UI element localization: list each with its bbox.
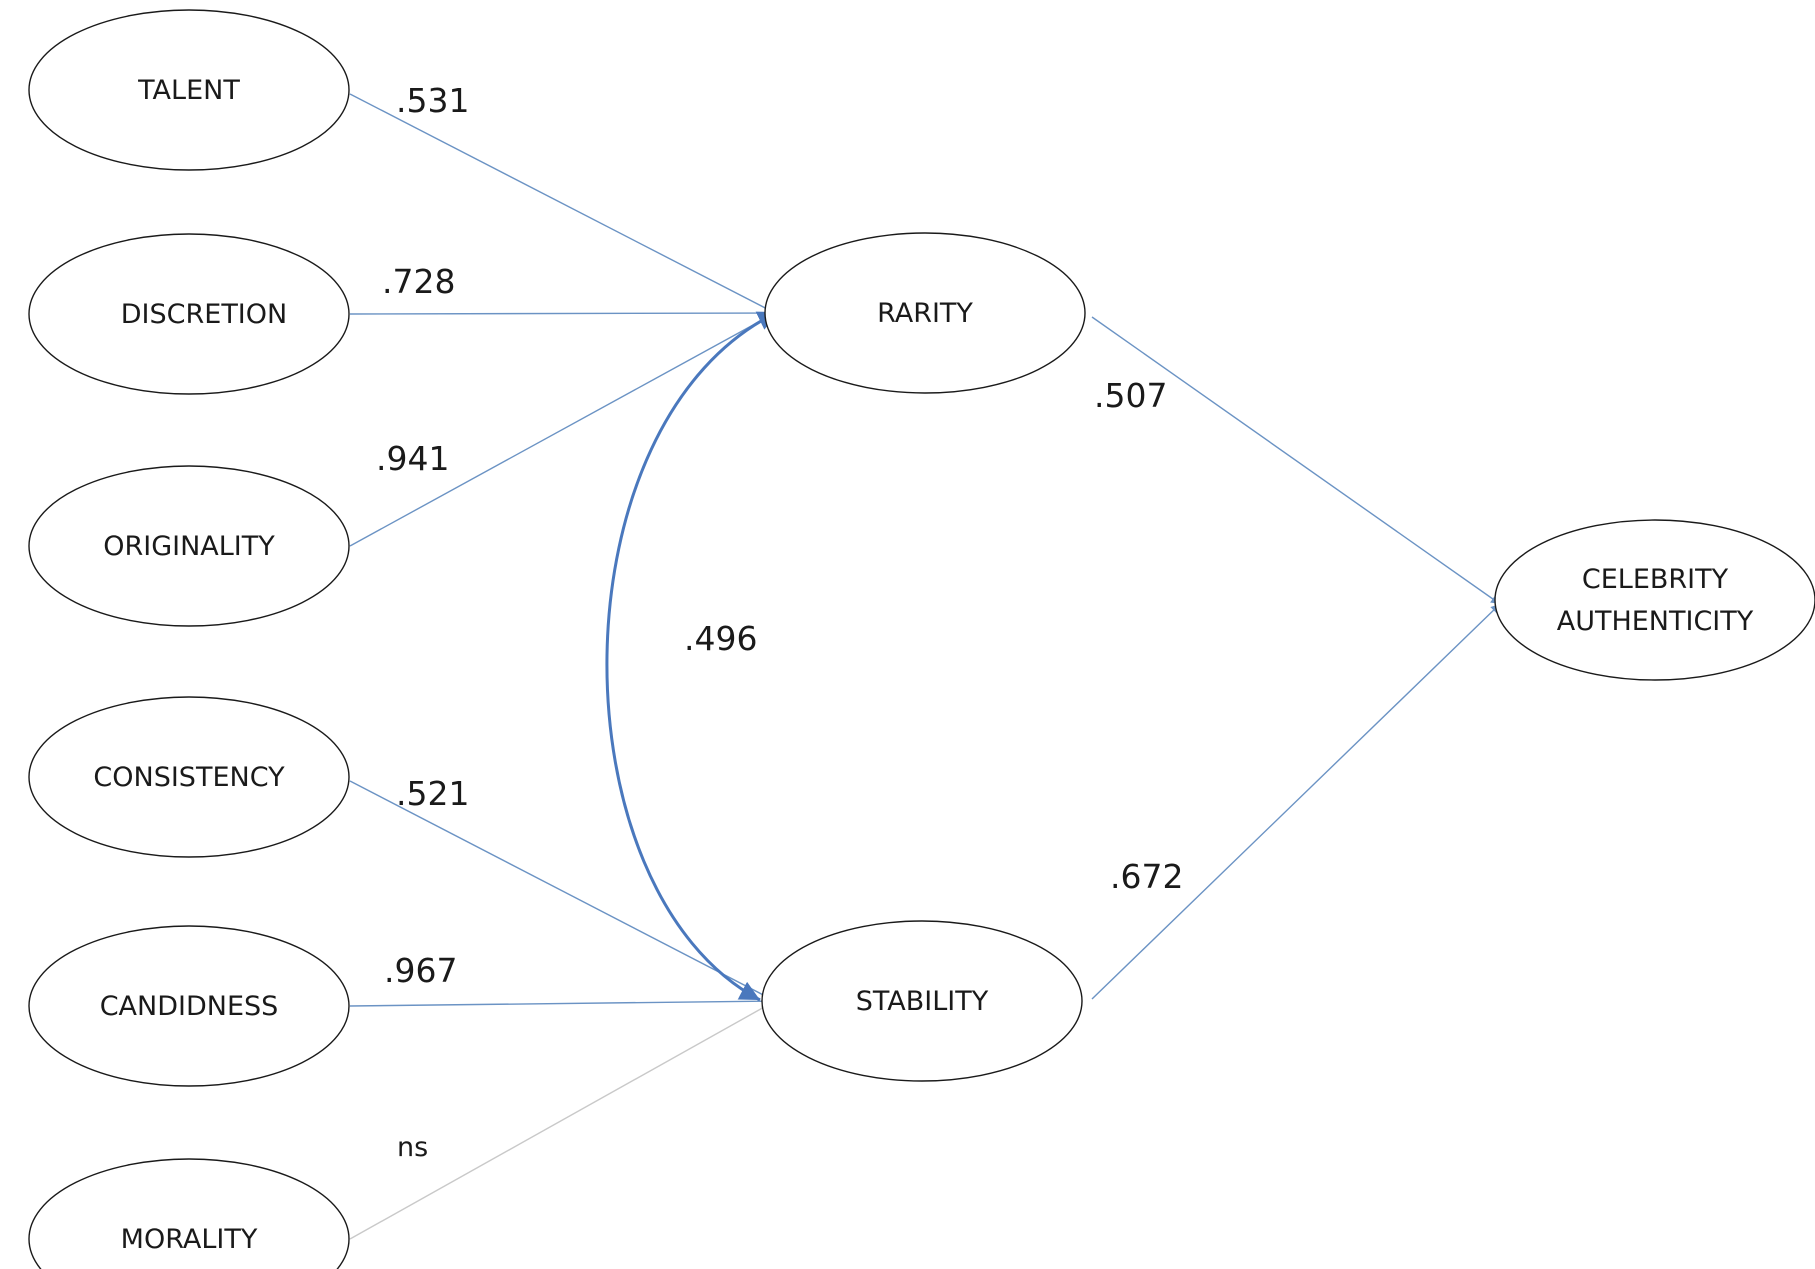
edges-layer: [349, 93, 1501, 1240]
node-label: CANDIDNESS: [100, 991, 279, 1022]
node-label: MORALITY: [121, 1224, 258, 1255]
edge-talent-rarity: [349, 93, 776, 314]
node-ellipse: [28, 9, 350, 171]
node-ellipse: [28, 925, 350, 1087]
coefficient-talent-rarity: .531: [396, 81, 469, 120]
node-rarity: RARITY: [764, 232, 1086, 394]
coefficient-originality-rarity: .941: [376, 439, 449, 478]
node-ellipse: [761, 920, 1083, 1082]
coefficient-morality-stability: ns: [397, 1132, 428, 1163]
node-ellipse: [28, 465, 350, 627]
coefficient-rarity-stability: .496: [684, 619, 757, 658]
node-label: CELEBRITY: [1582, 564, 1729, 595]
edge-rarity-authenticity: [1091, 316, 1501, 605]
node-label: CONSISTENCY: [93, 762, 285, 793]
node-label: STABILITY: [856, 986, 989, 1017]
labels-layer: .531 .728 .941 .521 .967 ns .507 .672 .496: [376, 81, 1183, 1163]
edge-consistency-stability: [349, 780, 776, 1002]
node-consistency: CONSISTENCY: [28, 696, 350, 858]
nodes-layer: TALENT DISCRETION ORIGINALITY CONSISTENCY CA…: [28, 9, 1815, 1269]
node-ellipse: [28, 233, 350, 395]
edge-discretion-rarity: [349, 308, 776, 318]
node-label: TALENT: [137, 75, 240, 106]
correlation-rarity-stability: [605, 310, 779, 1002]
coefficient-consistency-stability: .521: [396, 774, 469, 813]
coefficient-stability-authenticity: .672: [1110, 857, 1183, 896]
edge-originality-rarity: [349, 312, 776, 547]
node-ellipse: [764, 232, 1086, 394]
node-talent: TALENT: [28, 9, 350, 171]
edge-candidness-stability: [349, 996, 776, 1007]
coefficient-candidness-stability: .967: [384, 951, 457, 990]
node-label: AUTHENTICITY: [1557, 606, 1754, 637]
node-originality: ORIGINALITY: [28, 465, 350, 627]
node-ellipse: [28, 696, 350, 858]
node-morality: MORALITY: [28, 1158, 350, 1269]
node-label: ORIGINALITY: [103, 531, 275, 562]
node-stability: STABILITY: [761, 920, 1083, 1082]
coefficient-rarity-authenticity: .507: [1094, 376, 1167, 415]
node-discretion: DISCRETION: [28, 233, 350, 395]
node-label: DISCRETION: [121, 299, 287, 330]
edge-morality-stability: [349, 1000, 776, 1240]
edge-stability-authenticity: [1091, 603, 1501, 1000]
node-candidness: CANDIDNESS: [28, 925, 350, 1087]
node-ellipse: [28, 1158, 350, 1269]
node-celebrity-authenticity: CELEBRITY AUTHENTICITY: [1494, 519, 1815, 681]
node-label: RARITY: [877, 298, 973, 329]
node-ellipse: [1494, 519, 1815, 681]
coefficient-discretion-rarity: .728: [382, 262, 455, 301]
